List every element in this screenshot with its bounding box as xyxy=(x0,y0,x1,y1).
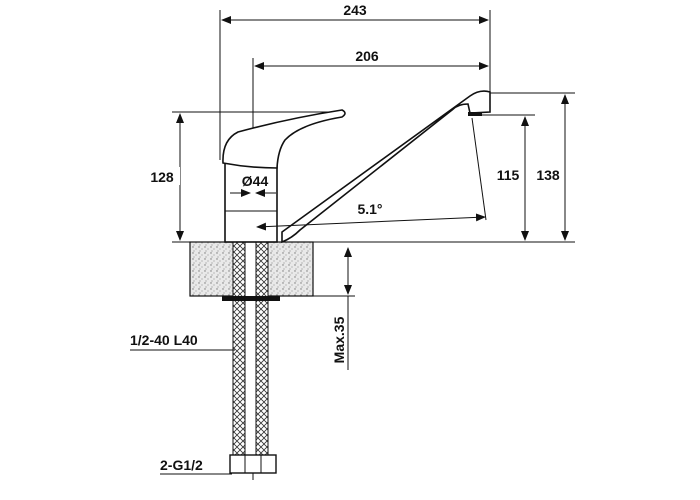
dimension-138: 138 xyxy=(536,94,569,241)
hose-label: 1/2-40 L40 xyxy=(130,332,235,351)
dimension-max-35: Max.35 xyxy=(331,247,352,370)
dimension-label: Max.35 xyxy=(331,316,347,363)
dimension-243: 243 xyxy=(221,2,489,24)
dimension-128: 128 xyxy=(150,113,184,241)
dimension-label: 115 xyxy=(497,167,520,183)
hose-spec-text: 1/2-40 L40 xyxy=(130,332,198,348)
faucet-body xyxy=(222,90,491,244)
connection-nut xyxy=(229,454,277,474)
connection-label: 2-G1/2 xyxy=(160,457,232,475)
dimension-label: 206 xyxy=(355,48,379,64)
dimension-diameter: Ø44 xyxy=(230,173,276,197)
dimension-label: Ø44 xyxy=(242,173,269,189)
dimension-label: 5.1° xyxy=(357,201,382,217)
dimension-angle: 5.1° xyxy=(256,117,487,231)
dimension-label: 138 xyxy=(536,167,560,183)
dimension-206: 206 xyxy=(254,48,489,70)
dimension-115: 115 xyxy=(497,116,529,241)
dimension-label: 128 xyxy=(150,169,174,185)
connection-spec-text: 2-G1/2 xyxy=(160,457,203,473)
dimension-label: 243 xyxy=(343,2,367,18)
